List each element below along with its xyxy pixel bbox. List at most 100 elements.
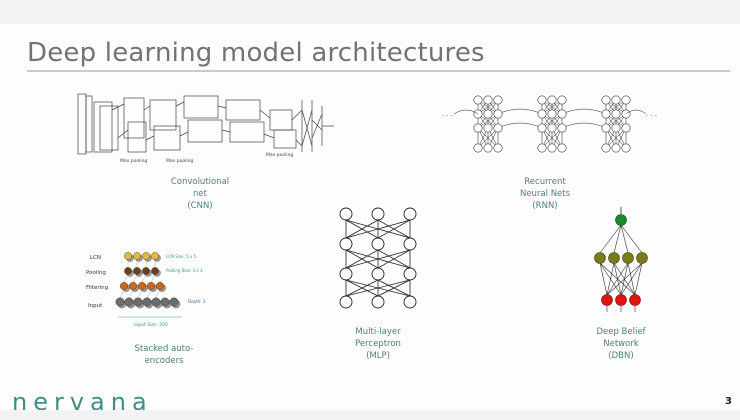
sae-edge — [141, 274, 147, 283]
rnn-node — [537, 143, 547, 153]
rnn-node — [611, 109, 621, 119]
sae-node — [151, 267, 159, 275]
rnn-node — [493, 95, 503, 105]
dbn-edge — [606, 262, 615, 296]
dbn-visible-node — [601, 294, 613, 306]
mlp-caption-line-1: Multi-layer — [355, 327, 401, 337]
sae-layer-label-filtering: Filtering — [86, 285, 108, 291]
mlp-edge — [345, 249, 411, 269]
sae-node — [138, 282, 147, 291]
mlp-node — [371, 237, 385, 251]
mlp-node — [403, 267, 417, 281]
rnn-node — [473, 95, 483, 105]
cnn-label-pool3: Max pooling — [266, 152, 293, 158]
dbn-hidden-node — [622, 252, 634, 264]
sae-edge — [146, 289, 152, 298]
mlp-edge — [345, 249, 379, 269]
sae-node — [133, 267, 141, 275]
mlp-node — [403, 207, 417, 221]
sae-annotation-lcn: LCN Size: 5 x 5 — [166, 254, 197, 259]
mlp-edge — [377, 279, 411, 297]
sae-edge — [123, 274, 129, 283]
rnn-caption: Recurrent Neural Nets (RNN) — [495, 176, 595, 212]
rnn-node — [547, 95, 557, 105]
mlp-caption-line-2: Perceptron — [355, 339, 401, 349]
dbn-hidden-node — [608, 252, 620, 264]
cnn-diagram: Max pooling Max pooling Max pooling — [77, 93, 334, 164]
dbn-caption-line-3: (DBN) — [608, 351, 634, 361]
sae-node — [142, 252, 150, 260]
dbn-visible-node — [615, 294, 627, 306]
rnn-node — [601, 109, 611, 119]
slide-title: Deep learning model architectures — [27, 38, 485, 68]
rnn-recurrent-edge — [625, 109, 647, 115]
mlp-caption-line-3: (MLP) — [366, 351, 390, 361]
mlp-node — [339, 237, 353, 251]
dbn-edge — [606, 262, 629, 296]
dbn-caption-line-1: Deep Belief — [596, 327, 646, 337]
rnn-recurrent-edge — [453, 109, 479, 115]
sae-node — [133, 297, 143, 307]
sae-node — [142, 297, 152, 307]
mlp-node — [403, 237, 417, 251]
sae-node — [160, 297, 170, 307]
rnn-node — [611, 95, 621, 105]
sae-node — [124, 267, 132, 275]
sae-node — [124, 252, 132, 260]
dbn-edge — [620, 262, 643, 296]
rnn-node — [483, 143, 493, 153]
sae-node — [169, 297, 179, 307]
mlp-node — [371, 207, 385, 221]
sae-edge — [155, 289, 161, 298]
dbn-caption-line-2: Network — [603, 339, 639, 349]
sae-diagram: LCN Pooling Filtering Input LCN Size: 5 … — [86, 252, 206, 328]
dbn-edge — [620, 224, 629, 254]
rnn-node — [547, 109, 557, 119]
mlp-diagram — [339, 207, 417, 309]
sae-node — [120, 282, 129, 291]
dbn-edge — [613, 224, 622, 254]
dbn-edge — [606, 262, 643, 296]
rnn-node — [611, 143, 621, 153]
mlp-edge — [377, 219, 411, 239]
rnn-node — [547, 123, 557, 133]
sae-node — [129, 282, 138, 291]
rnn-ellipsis-left: · · · — [442, 112, 453, 120]
dbn-edge — [634, 262, 643, 296]
mlp-edge — [345, 219, 411, 239]
rnn-edge — [541, 127, 563, 149]
rnn-node — [621, 123, 631, 133]
sae-annotation-depth: Depth: 3 — [188, 299, 206, 304]
rnn-node — [601, 123, 611, 133]
rnn-node — [611, 123, 621, 133]
page-number: 3 — [725, 396, 732, 407]
rnn-ellipsis-right: · · · — [646, 112, 657, 120]
rnn-node — [557, 123, 567, 133]
mlp-edge — [345, 279, 411, 297]
cnn-caption-line-2: net — [193, 189, 207, 199]
rnn-caption-line-3: (RNN) — [532, 201, 558, 211]
title-divider — [27, 70, 730, 72]
sae-node — [142, 267, 150, 275]
sae-node — [151, 297, 161, 307]
rnn-node — [483, 123, 493, 133]
mlp-node — [339, 207, 353, 221]
rnn-node — [483, 109, 493, 119]
rnn-node — [493, 143, 503, 153]
cnn-caption: Convolutional net (CNN) — [150, 176, 250, 212]
dbn-caption: Deep Belief Network (DBN) — [571, 326, 671, 362]
mlp-node — [403, 295, 417, 309]
rnn-node — [537, 123, 547, 133]
sae-node — [151, 252, 159, 260]
rnn-recurrent-edge — [561, 108, 607, 115]
dbn-visible-node — [629, 294, 641, 306]
rnn-node — [547, 143, 557, 153]
rnn-diagram: · · · · · · — [442, 95, 657, 153]
cnn-label-pool2: Max pooling — [166, 158, 193, 164]
rnn-recurrent-edge — [497, 108, 543, 115]
sae-node — [133, 252, 141, 260]
rnn-caption-line-1: Recurrent — [524, 177, 566, 187]
mlp-node — [371, 267, 385, 281]
sae-edge — [119, 289, 125, 298]
